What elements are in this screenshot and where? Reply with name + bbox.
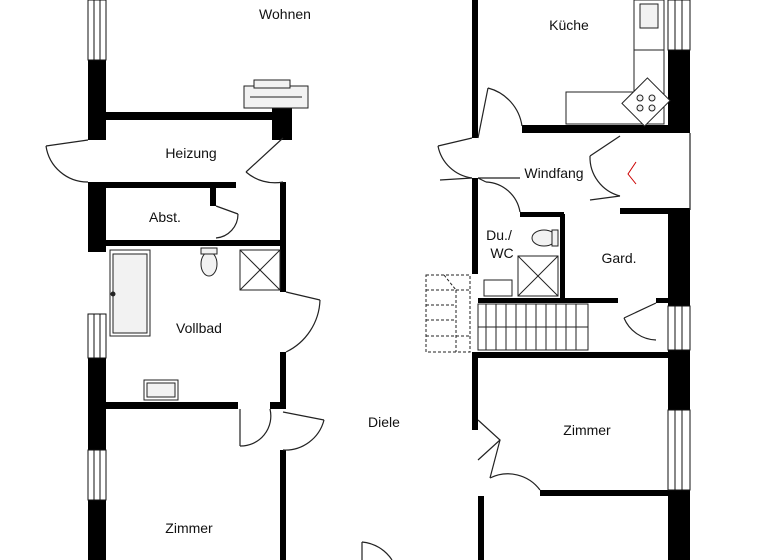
label-kueche: Küche <box>549 17 589 33</box>
wall-duwc-bottom <box>478 298 568 303</box>
window-right-kueche <box>667 0 691 51</box>
window-right-zimmer <box>667 409 691 491</box>
door-zimmer-right <box>489 439 541 491</box>
wall-duwc-top <box>520 212 564 217</box>
label-zimmer-right: Zimmer <box>563 422 611 438</box>
label-zimmer-left: Zimmer <box>165 520 213 536</box>
wall-left-exterior-mid <box>88 182 106 252</box>
wall-abst-right <box>210 186 216 206</box>
stairs-dashed-upper <box>425 274 471 353</box>
sink-vollbad <box>143 379 179 401</box>
door-heizung-exterior <box>45 139 89 183</box>
wall-vollbad-bottom-stub <box>270 402 286 409</box>
door-vollbad <box>285 291 321 353</box>
wall-gard-bottom <box>566 298 618 303</box>
wall-zimmer-left-right <box>280 450 286 560</box>
walls <box>88 0 690 560</box>
wall-left-exterior-top <box>88 60 106 140</box>
wall-right-block-left-low <box>472 352 478 430</box>
label-windfang: Windfang <box>524 165 583 181</box>
door-zimmer-left <box>282 411 325 451</box>
toilet-duwc <box>531 229 559 247</box>
door-gard <box>623 302 657 341</box>
wall-vollbad-right-bottom <box>280 352 286 404</box>
stove-kueche <box>621 77 671 127</box>
window-left-zimmer <box>87 449 107 501</box>
windows <box>87 0 691 501</box>
wall-zimmer-right-top <box>478 352 668 358</box>
stairs-solid-lower <box>477 303 589 351</box>
window-left-top <box>87 0 107 61</box>
label-du-wc-line1: Du./ <box>486 227 512 243</box>
doors <box>45 87 657 560</box>
label-vollbad: Vollbad <box>176 320 222 336</box>
wall-heizung-right <box>280 112 286 138</box>
wall-lower-right-left <box>478 496 484 560</box>
window-left-vollbad <box>87 313 107 359</box>
wall-kueche-bottom <box>522 125 650 133</box>
wall-right-block-left-top <box>472 0 478 138</box>
wall-left-exterior-bottom <box>88 500 106 560</box>
door-kueche <box>477 87 523 139</box>
wall-abst-bottom <box>106 240 282 246</box>
fixtures <box>109 0 671 401</box>
sink-duwc <box>483 279 513 297</box>
wall-right-exterior-bottom <box>668 490 690 560</box>
shower-duwc <box>517 255 559 297</box>
wall-right-exterior-top <box>668 50 690 130</box>
chimney-stove <box>243 79 309 109</box>
wall-left-exterior-low <box>88 358 106 450</box>
wall-vollbad-bottom <box>106 402 238 409</box>
label-diele: Diele <box>368 414 400 430</box>
label-gard: Gard. <box>601 250 636 266</box>
wall-right-exterior-low <box>668 350 690 410</box>
room-labels: Wohnen Küche Heizung Windfang Abst. Du./… <box>149 6 636 536</box>
window-right-gard <box>667 305 691 351</box>
wall-vollbad-right-top <box>280 182 286 292</box>
wall-zimmer-right-bottom <box>540 490 670 496</box>
door-vollbad-bottom <box>239 408 272 447</box>
door-abst <box>215 205 239 239</box>
wall-heizung-top <box>106 112 278 120</box>
door-bottom-center <box>361 541 393 560</box>
wall-duwc-right <box>560 214 565 302</box>
door-entrance-mark <box>627 161 637 185</box>
door-windfang-left <box>437 137 473 181</box>
door-entrance <box>589 135 621 201</box>
stairs <box>425 274 589 353</box>
wall-right-exterior-mid <box>668 210 690 306</box>
wall-gard-bottom-right <box>656 298 690 303</box>
wall-right-block-left-mid <box>472 178 478 274</box>
wall-windfang-bottom <box>620 208 690 214</box>
door-windfang-inner <box>477 177 521 213</box>
door-heizung-diele <box>245 137 284 184</box>
label-wohnen: Wohnen <box>259 6 311 22</box>
shower-vollbad <box>239 249 281 291</box>
label-du-wc-line2: WC <box>490 245 513 261</box>
label-heizung: Heizung <box>165 145 216 161</box>
bathtub <box>109 249 151 337</box>
label-abst: Abst. <box>149 209 181 225</box>
toilet-vollbad <box>200 247 218 277</box>
wall-heizung-bottom <box>106 182 236 188</box>
